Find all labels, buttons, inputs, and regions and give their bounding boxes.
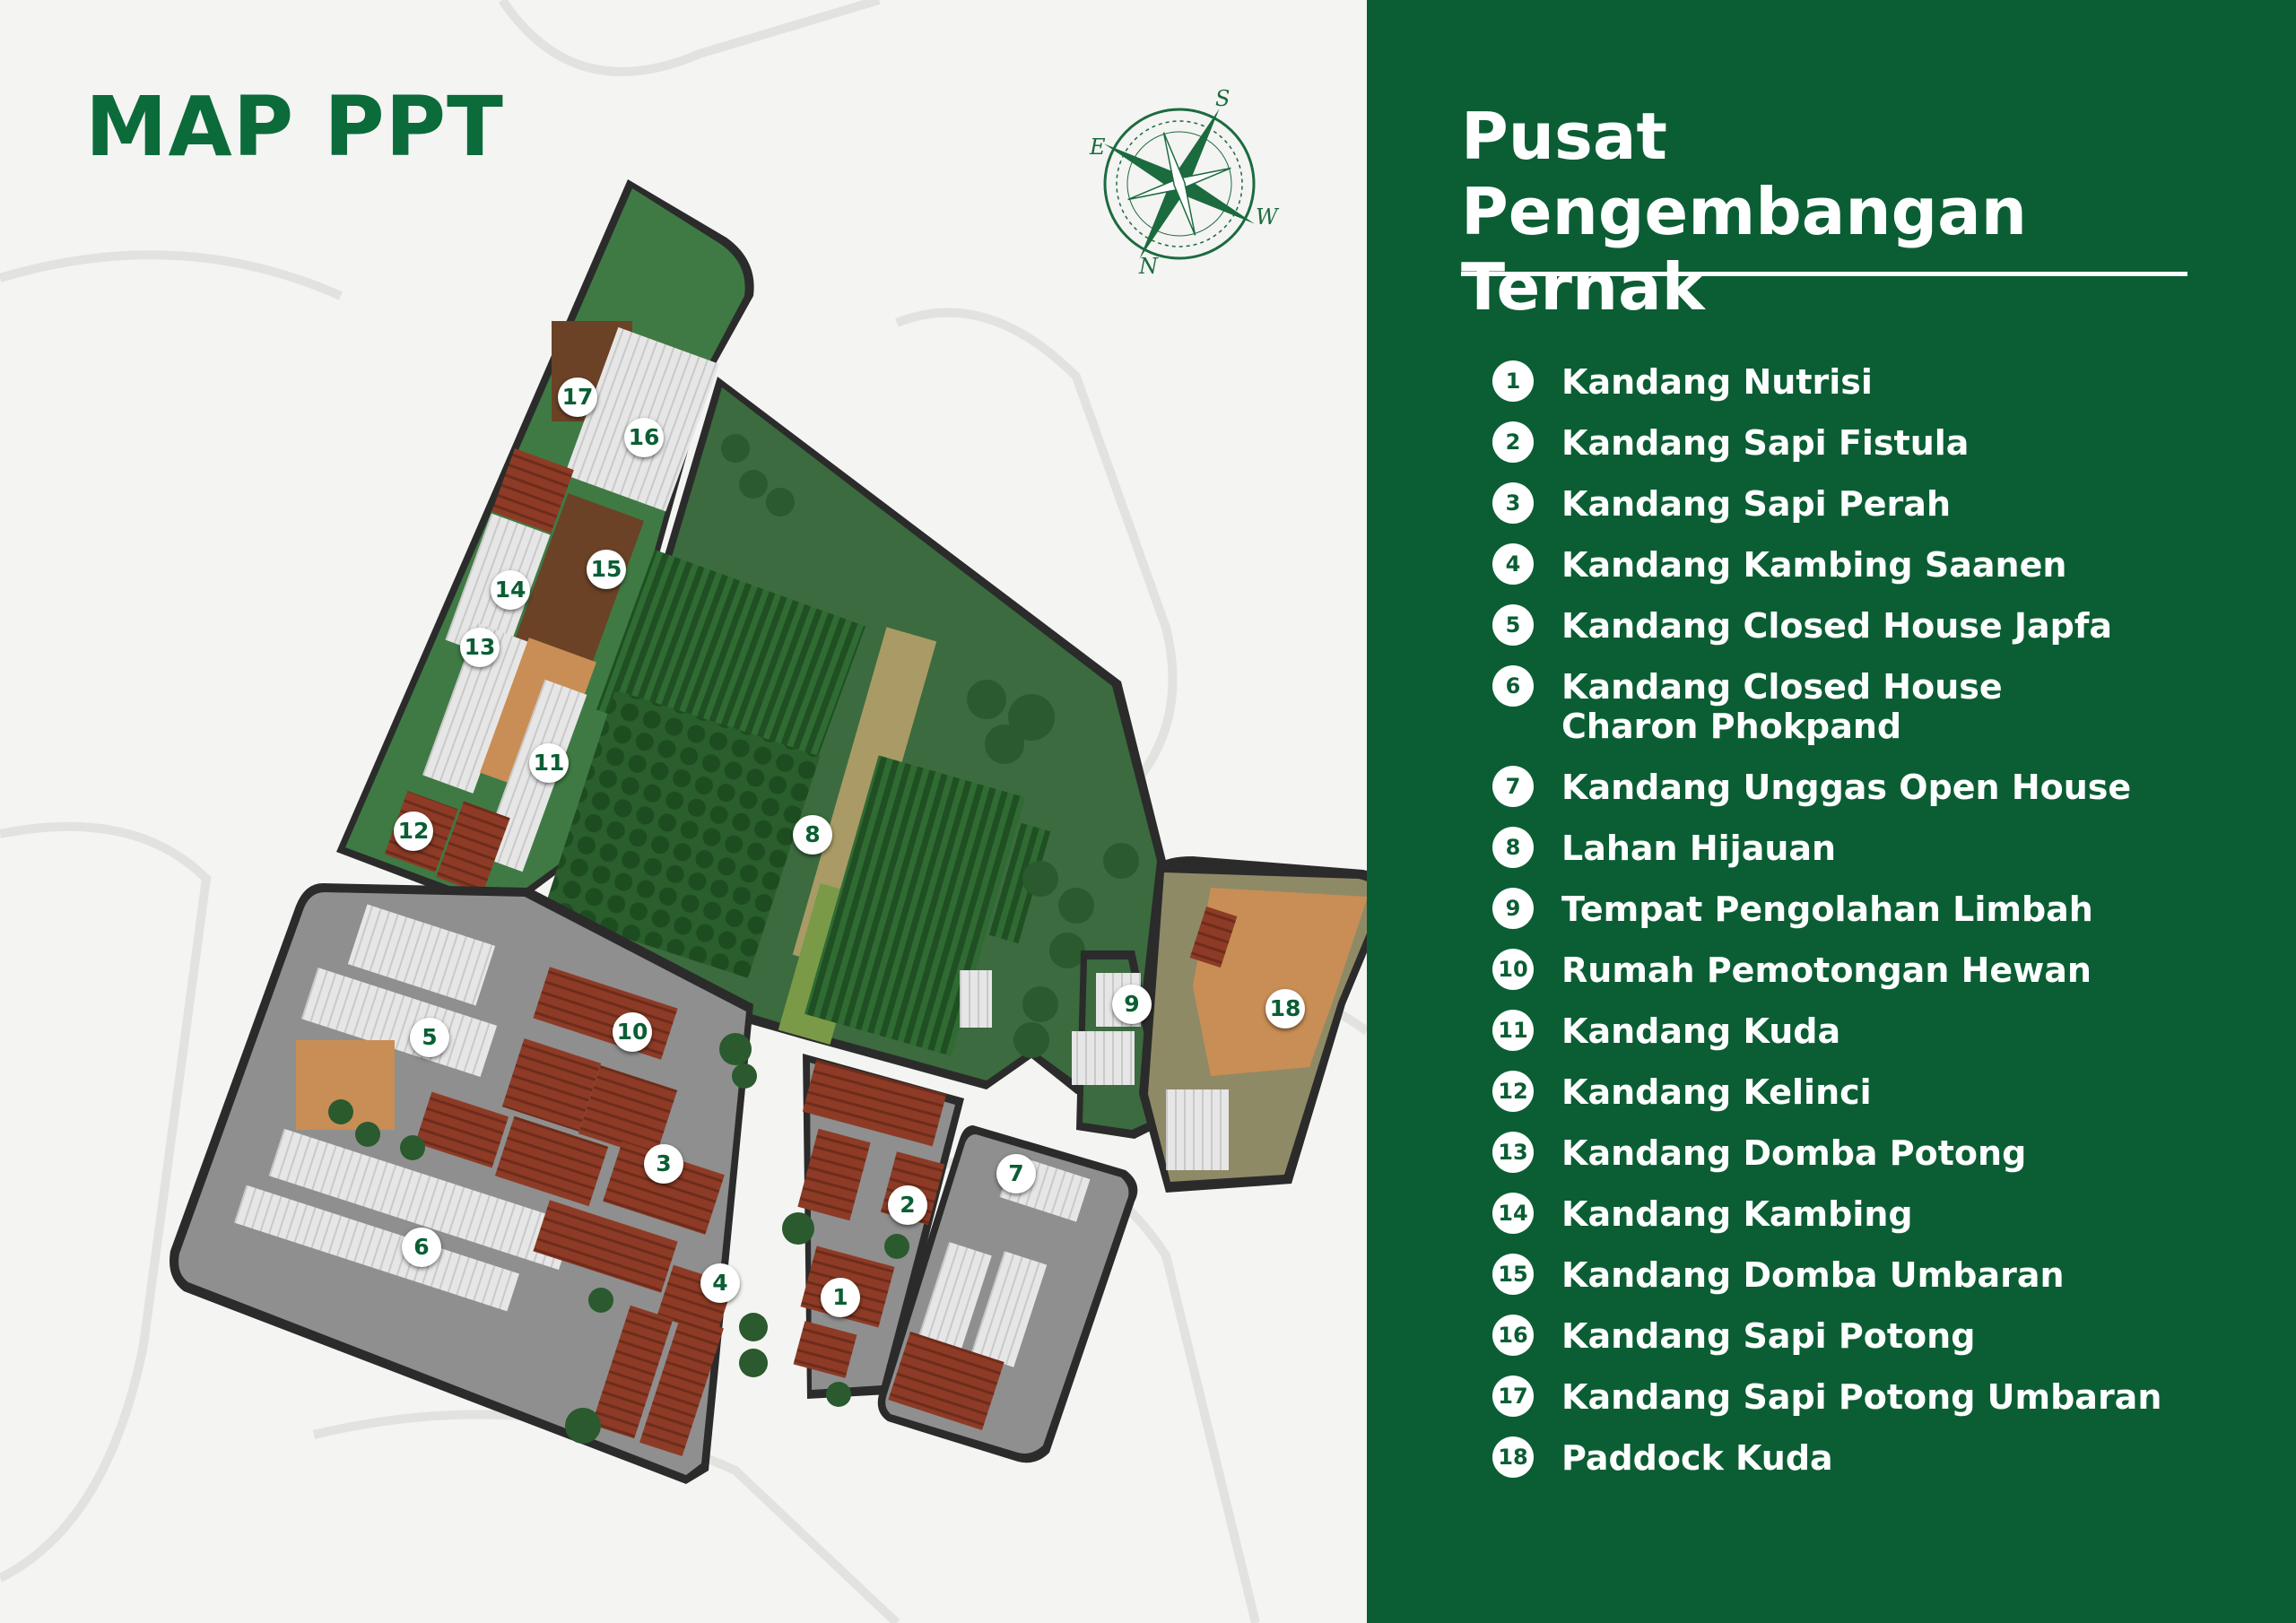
- map-marker-17[interactable]: 17: [558, 378, 597, 417]
- compass-west-label: W: [1256, 204, 1280, 230]
- paddock-soil: [1193, 888, 1367, 1076]
- compass-east-label: E: [1089, 135, 1106, 160]
- legend-item-17[interactable]: 17 Kandang Sapi Potong Umbaran: [1492, 1376, 2264, 1417]
- map-title: MAP PPT: [85, 79, 504, 175]
- legend-number-badge: 17: [1492, 1376, 1534, 1417]
- site-map: S N E W MAP PPT 1 2 3 4 5 6 7 8 9 10 11 …: [0, 0, 1367, 1623]
- legend-label: Kandang Kambing: [1561, 1194, 1913, 1234]
- legend-item-12[interactable]: 12 Kandang Kelinci: [1492, 1071, 2264, 1112]
- legend-label: Kandang Nutrisi: [1561, 362, 1873, 402]
- title-divider: [1461, 272, 2187, 276]
- legend-number-badge: 1: [1492, 360, 1534, 402]
- panel-title: Pusat Pengembangan Ternak: [1461, 99, 2028, 325]
- legend-number-badge: 8: [1492, 827, 1534, 868]
- legend-number-badge: 15: [1492, 1254, 1534, 1295]
- building-5-roof: [347, 904, 496, 1006]
- legend-label: Lahan Hijauan: [1561, 829, 1837, 868]
- map-marker-2[interactable]: 2: [888, 1185, 927, 1225]
- legend-number-badge: 6: [1492, 665, 1534, 707]
- legend-item-1[interactable]: 1 Kandang Nutrisi: [1492, 360, 2264, 402]
- parcel-18: [1139, 856, 1367, 1193]
- legend-number-badge: 4: [1492, 543, 1534, 585]
- map-marker-7[interactable]: 7: [996, 1154, 1036, 1193]
- legend-item-15[interactable]: 15 Kandang Domba Umbaran: [1492, 1254, 2264, 1295]
- legend-item-6[interactable]: 6 Kandang Closed House Charon Phokpand: [1492, 665, 2264, 746]
- legend-list: 1 Kandang Nutrisi 2 Kandang Sapi Fistula 3…: [1492, 360, 2264, 1499]
- legend-number-badge: 2: [1492, 421, 1534, 463]
- legend-number-badge: 16: [1492, 1315, 1534, 1356]
- north-parcel: [336, 179, 754, 915]
- map-marker-11[interactable]: 11: [529, 743, 569, 783]
- legend-item-5[interactable]: 5 Kandang Closed House Japfa: [1492, 604, 2264, 646]
- site-plan-illustration: S N E W: [0, 0, 1367, 1623]
- compass-rose: [1103, 108, 1256, 260]
- legend-number-badge: 18: [1492, 1436, 1534, 1478]
- legend-label: Tempat Pengolahan Limbah: [1561, 890, 2093, 929]
- legend-number-badge: 14: [1492, 1193, 1534, 1234]
- legend-panel: Pusat Pengembangan Ternak 1 Kandang Nutri…: [1367, 0, 2296, 1623]
- map-marker-14[interactable]: 14: [491, 570, 530, 610]
- map-marker-5[interactable]: 5: [410, 1018, 449, 1057]
- map-marker-16[interactable]: 16: [624, 418, 664, 457]
- legend-number-badge: 12: [1492, 1071, 1534, 1112]
- legend-item-8[interactable]: 8 Lahan Hijauan: [1492, 827, 2264, 868]
- compass-north-label: N: [1138, 254, 1159, 279]
- map-marker-13[interactable]: 13: [460, 628, 500, 667]
- legend-number-badge: 11: [1492, 1010, 1534, 1051]
- legend-label: Rumah Pemotongan Hewan: [1561, 950, 2092, 990]
- green-field: [538, 377, 1166, 1094]
- legend-item-7[interactable]: 7 Kandang Unggas Open House: [1492, 766, 2264, 807]
- southwest-compound: [170, 883, 768, 1484]
- field-path: [792, 627, 937, 969]
- legend-item-16[interactable]: 16 Kandang Sapi Potong: [1492, 1315, 2264, 1356]
- legend-label: Kandang Closed House Japfa: [1561, 606, 2113, 646]
- legend-label: Kandang Closed House Charon Phokpand: [1561, 667, 2003, 746]
- legend-label: Kandang Domba Potong: [1561, 1133, 2027, 1173]
- map-marker-12[interactable]: 12: [394, 812, 433, 851]
- legend-item-3[interactable]: 3 Kandang Sapi Perah: [1492, 482, 2264, 524]
- legend-label: Kandang Sapi Potong: [1561, 1316, 1976, 1356]
- map-marker-18[interactable]: 18: [1265, 989, 1305, 1028]
- legend-item-11[interactable]: 11 Kandang Kuda: [1492, 1010, 2264, 1051]
- map-marker-3[interactable]: 3: [644, 1144, 683, 1184]
- legend-label: Kandang Sapi Perah: [1561, 484, 1951, 524]
- map-marker-6[interactable]: 6: [402, 1228, 441, 1267]
- legend-item-13[interactable]: 13 Kandang Domba Potong: [1492, 1132, 2264, 1173]
- legend-item-14[interactable]: 14 Kandang Kambing: [1492, 1193, 2264, 1234]
- map-marker-8[interactable]: 8: [793, 815, 832, 855]
- legend-number-badge: 7: [1492, 766, 1534, 807]
- legend-number-badge: 9: [1492, 888, 1534, 929]
- legend-label: Kandang Kelinci: [1561, 1072, 1872, 1112]
- legend-item-9[interactable]: 9 Tempat Pengolahan Limbah: [1492, 888, 2264, 929]
- legend-number-badge: 3: [1492, 482, 1534, 524]
- map-marker-10[interactable]: 10: [613, 1012, 652, 1052]
- legend-number-badge: 5: [1492, 604, 1534, 646]
- map-marker-4[interactable]: 4: [700, 1263, 740, 1303]
- legend-item-4[interactable]: 4 Kandang Kambing Saanen: [1492, 543, 2264, 585]
- legend-label: Kandang Sapi Fistula: [1561, 423, 1970, 463]
- map-marker-1[interactable]: 1: [821, 1278, 860, 1317]
- legend-item-18[interactable]: 18 Paddock Kuda: [1492, 1436, 2264, 1478]
- map-marker-15[interactable]: 15: [587, 550, 626, 589]
- building-6-roof: [268, 1128, 575, 1271]
- legend-label: Kandang Kambing Saanen: [1561, 545, 2067, 585]
- parcel-7: [877, 1125, 1138, 1463]
- legend-item-10[interactable]: 10 Rumah Pemotongan Hewan: [1492, 949, 2264, 990]
- legend-label: Kandang Kuda: [1561, 1011, 1841, 1051]
- legend-number-badge: 10: [1492, 949, 1534, 990]
- legend-label: Kandang Sapi Potong Umbaran: [1561, 1377, 2162, 1417]
- legend-label: Paddock Kuda: [1561, 1438, 1833, 1478]
- legend-item-2[interactable]: 2 Kandang Sapi Fistula: [1492, 421, 2264, 463]
- legend-number-badge: 13: [1492, 1132, 1534, 1173]
- compass-south-label: S: [1215, 86, 1230, 111]
- crop-block-west: [543, 690, 821, 978]
- legend-label: Kandang Domba Umbaran: [1561, 1255, 2065, 1295]
- legend-label: Kandang Unggas Open House: [1561, 768, 2132, 807]
- map-marker-9[interactable]: 9: [1112, 985, 1152, 1024]
